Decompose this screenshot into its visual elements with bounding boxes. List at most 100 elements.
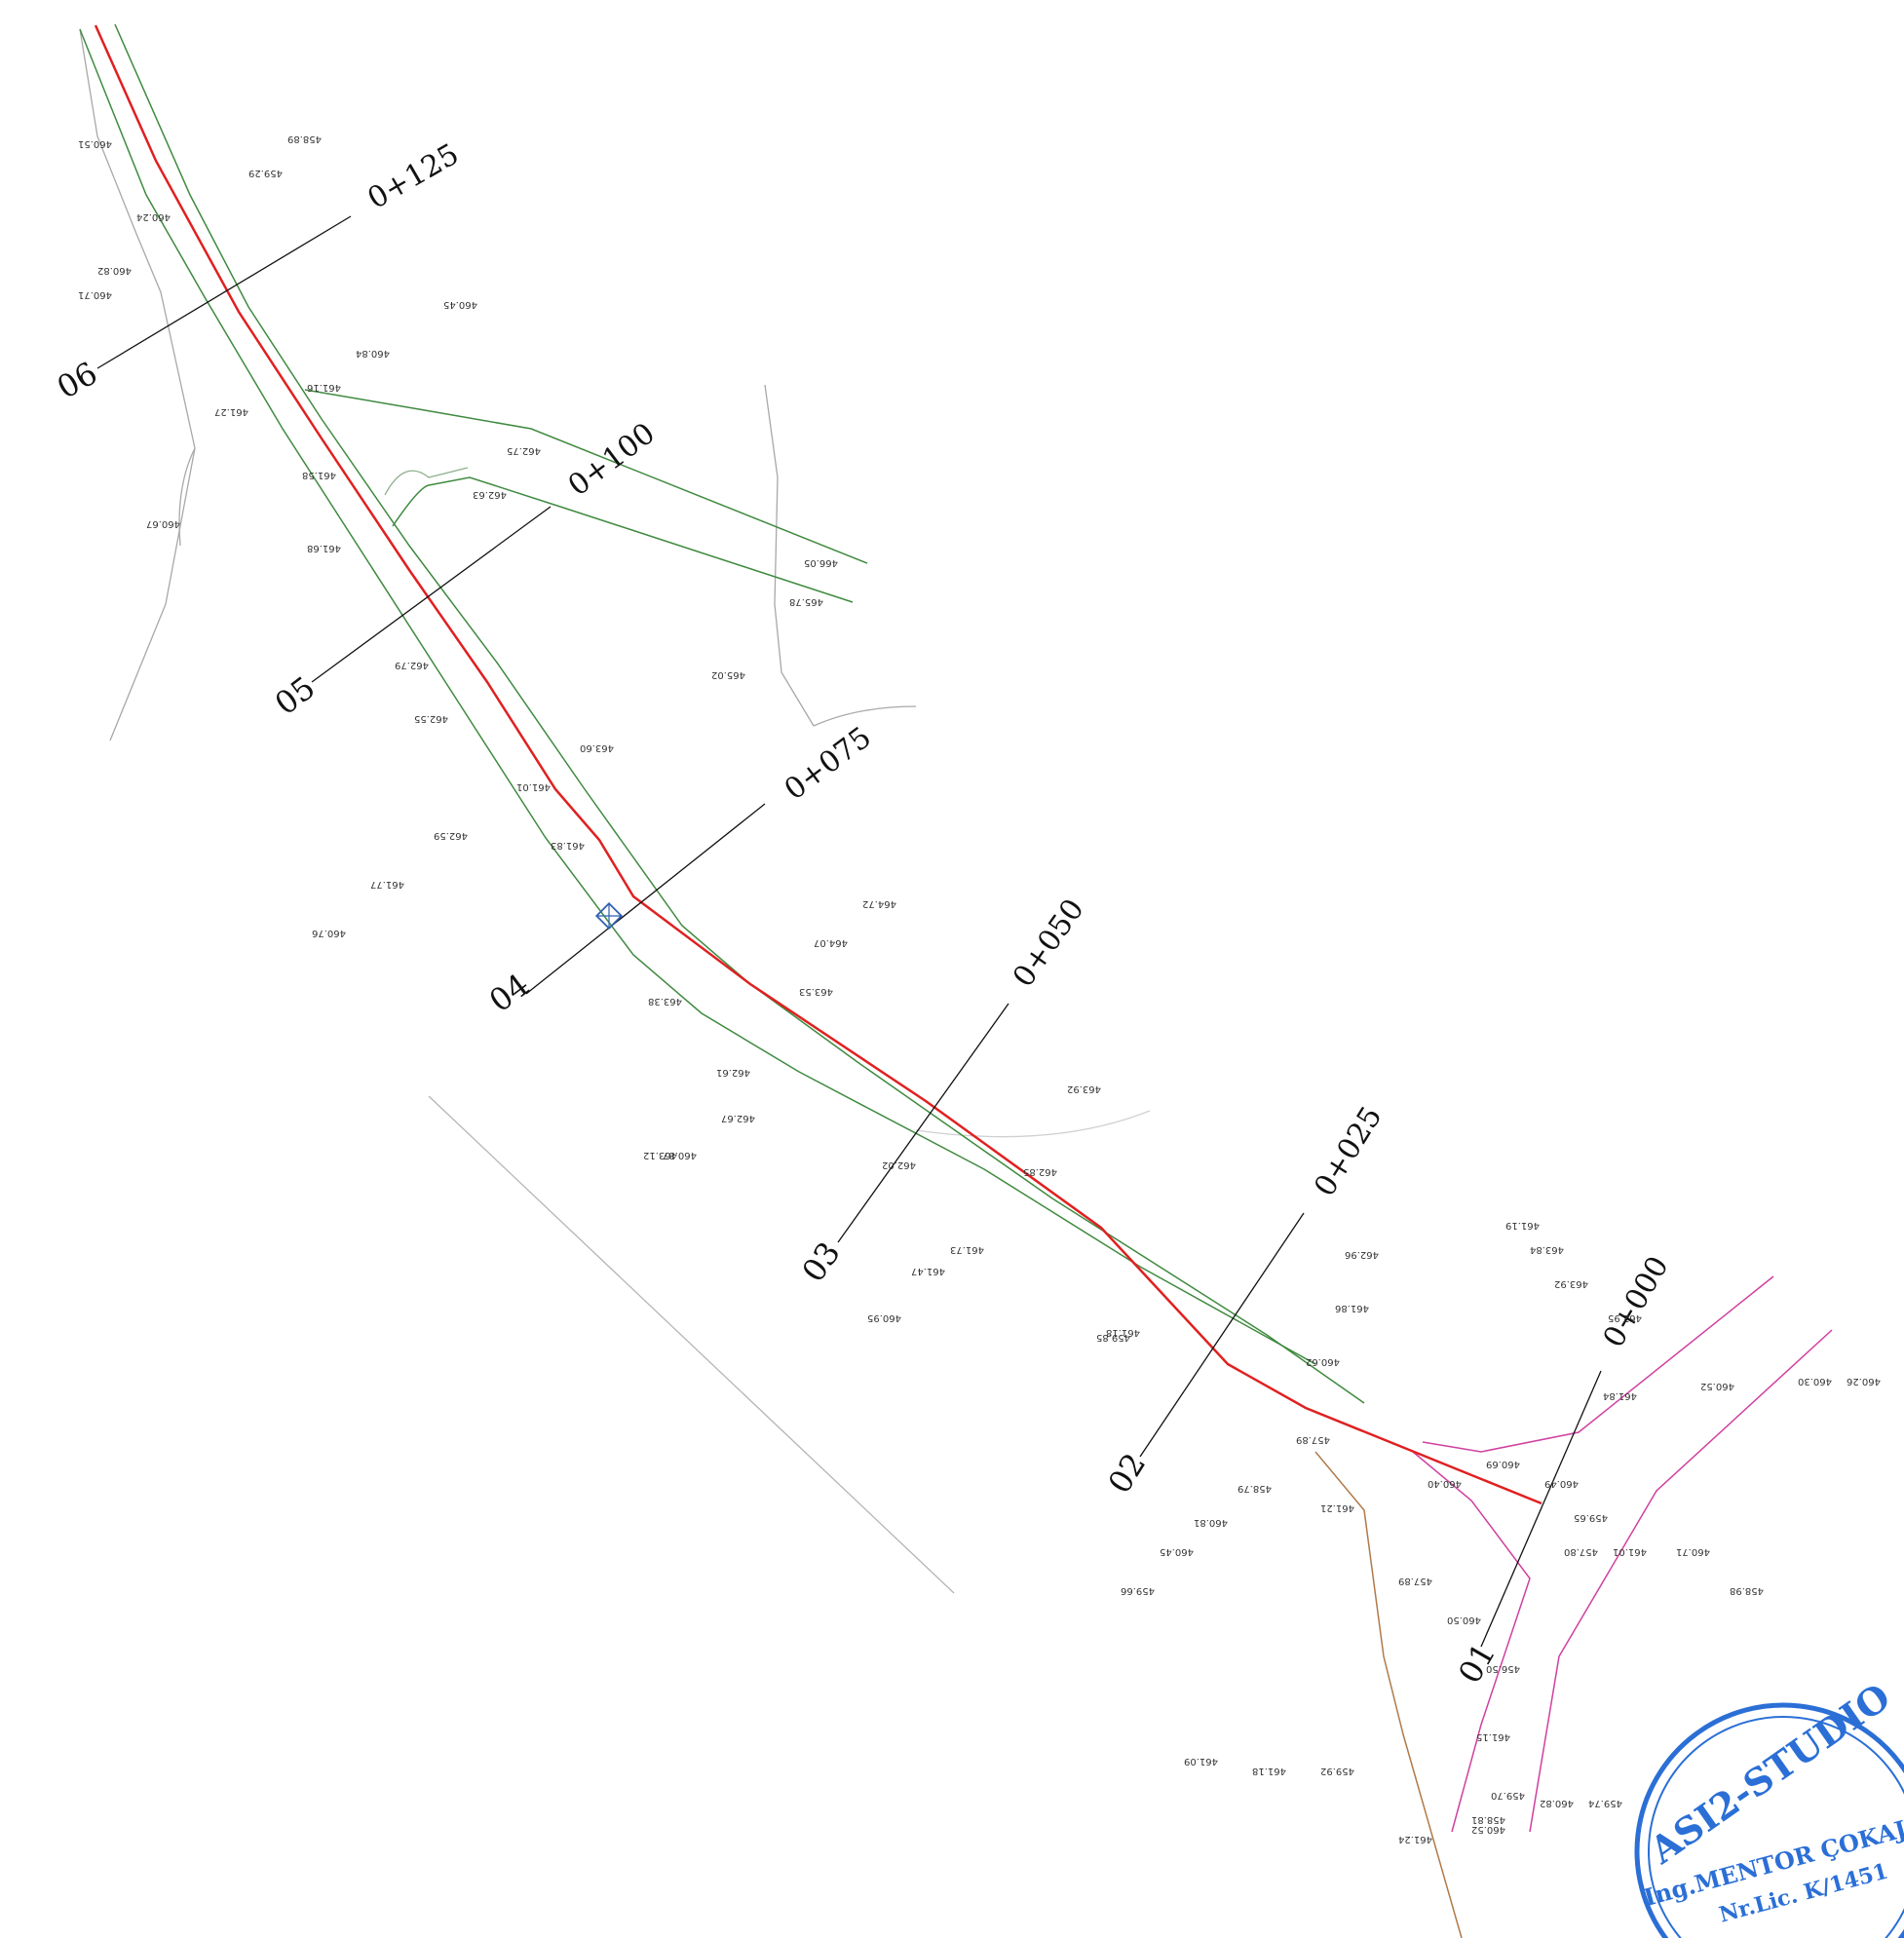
spot-elevation-label: 460.30	[1798, 1376, 1832, 1387]
spot-elevation-label: 462.75	[507, 445, 541, 456]
spot-elevation-label: 460.76	[312, 928, 346, 938]
spot-elevation-label: 461.68	[307, 543, 341, 553]
spot-elevation-label: 459.66	[1121, 1585, 1155, 1596]
spot-elevation-label: 461.77	[370, 879, 404, 890]
spot-elevation-label: 461.58	[302, 470, 336, 480]
spot-elevation-label: 462.96	[1345, 1249, 1379, 1260]
spot-elevation-label: 459.85	[1096, 1332, 1130, 1343]
chainage-label: 0+100	[562, 416, 662, 503]
stream-lines	[1412, 1275, 1833, 1833]
spot-elevation-label: 460.62	[1306, 1356, 1340, 1367]
spot-elevation-label: 461.01	[516, 781, 551, 792]
spot-elevation-label: 462.59	[434, 830, 468, 841]
spot-elevation-label: 458.79	[1238, 1483, 1272, 1494]
spot-elevation-label: 457.89	[1296, 1434, 1330, 1445]
spot-elevation-label: 463.92	[1554, 1278, 1588, 1289]
spot-elevation-label: 462.79	[395, 660, 429, 670]
spot-elevation-label: 461.21	[1320, 1502, 1354, 1513]
spot-elevation-label: 464.72	[862, 898, 896, 909]
spot-elevation-label: 460.26	[1847, 1376, 1881, 1387]
spot-elevation-label: 462.02	[882, 1159, 916, 1170]
benchmark-icon	[594, 901, 624, 931]
spot-elevations: 458.89 459.29 460.24 460.51 460.71 460.82 460.…	[78, 133, 1881, 1844]
spot-elevation-label: 460.40	[1428, 1478, 1462, 1489]
spot-elevation-label: 460.52	[1471, 1824, 1505, 1835]
road-edges	[79, 23, 1365, 1404]
spot-elevation-label: 461.18	[1106, 1327, 1140, 1338]
spot-elevation-label: 459.29	[248, 168, 283, 178]
spot-elevation-label: 459.70	[1491, 1790, 1525, 1801]
chainage-label: 0+000	[1597, 1251, 1676, 1353]
spot-elevation-label: 462.63	[473, 489, 507, 500]
spot-elevation-label: 461.27	[214, 406, 248, 417]
spot-elevation-label: 457.80	[1564, 1546, 1598, 1557]
spot-elevation-label: 460.50	[1447, 1615, 1481, 1625]
spot-elevation-label: 457.89	[1398, 1576, 1432, 1586]
spot-elevation-label: 458.98	[1730, 1585, 1764, 1596]
spot-elevation-label: 460.51	[78, 138, 112, 149]
profile-label: 02	[1101, 1447, 1154, 1501]
spot-elevation-label: 459.74	[1588, 1798, 1622, 1808]
road-centreline	[94, 24, 1542, 1505]
chainage-label: 0+025	[1308, 1101, 1389, 1203]
spot-elevation-label: 459.92	[1320, 1766, 1354, 1776]
spot-elevation-label: 461.18	[1252, 1766, 1286, 1776]
spot-elevation-label: 463.38	[648, 996, 682, 1007]
spot-elevation-label: 463.92	[1067, 1083, 1101, 1094]
spot-elevation-label: 461.84	[1603, 1390, 1637, 1401]
spot-elevation-label: 456.50	[1486, 1663, 1520, 1674]
spot-elevation-label: 460.24	[136, 211, 171, 222]
profile-lines	[96, 215, 1602, 1648]
spot-elevation-label: 465.78	[789, 596, 823, 607]
spot-elevation-label: 462.95	[1608, 1312, 1642, 1323]
spot-elevation-label: 461.86	[1335, 1303, 1369, 1313]
spot-elevation-label: 460.71	[1676, 1546, 1710, 1557]
spot-elevation-label: 461.47	[911, 1266, 945, 1276]
spot-elevation-label: 461.15	[1476, 1731, 1510, 1742]
chainage-label: 0+125	[362, 137, 465, 216]
spot-elevation-label: 464.07	[814, 937, 848, 948]
spot-elevation-label: 463.53	[799, 986, 833, 997]
terrain-contours	[79, 28, 1151, 1594]
spot-elevation-label: 462.67	[721, 1113, 755, 1123]
spot-elevation-label: 458.81	[1471, 1814, 1505, 1825]
spot-elevation-label: 462.85	[1023, 1166, 1057, 1177]
spot-elevation-label: 463.84	[1530, 1244, 1564, 1255]
company-stamp: ASI2-STUDIO Ing.MENTOR ÇOKAJ Nr.Lic. K/1…	[1634, 1674, 1904, 1938]
chainage-label: 0+050	[1007, 893, 1091, 993]
spot-elevation-label: 460.49	[1544, 1478, 1579, 1489]
spot-elevation-label: 461.16	[307, 382, 341, 393]
profile-label: 04	[482, 967, 536, 1020]
spot-elevation-label: 460.87	[663, 1150, 697, 1160]
spot-elevation-label: 460.45	[1160, 1546, 1194, 1557]
spot-elevation-label: 460.71	[78, 289, 112, 300]
spot-elevation-label: 461.01	[1613, 1546, 1647, 1557]
spot-elevation-label: 460.95	[867, 1312, 901, 1323]
spot-elevation-label: 460.84	[356, 348, 390, 359]
spot-elevation-label: 461.19	[1505, 1220, 1540, 1231]
spot-elevation-label: 465.02	[711, 669, 745, 680]
profile-label: 06	[51, 355, 103, 406]
spot-elevation-label: 461.24	[1398, 1834, 1432, 1844]
spot-elevation-label: 461.73	[950, 1244, 984, 1255]
spot-elevation-label: 460.82	[1540, 1798, 1574, 1808]
footpath	[1314, 1451, 1463, 1938]
spot-elevation-label: 460.81	[1194, 1517, 1228, 1528]
spot-elevation-label: 466.05	[804, 557, 838, 568]
spot-elevation-label: 460.45	[443, 299, 477, 310]
spot-elevation-label: 460.69	[1486, 1459, 1520, 1469]
chainage-label: 0+075	[779, 720, 878, 807]
spot-elevation-label: 461.83	[551, 840, 585, 851]
station-labels: 0+000 01 0+025 02 0+050 03 0+075 04 0+10…	[51, 137, 1676, 1690]
spot-elevation-label: 462.61	[716, 1067, 750, 1078]
spot-elevation-label: 460.67	[146, 518, 180, 529]
spot-elevation-label: 461.09	[1184, 1756, 1218, 1767]
spot-elevation-label: 460.52	[1700, 1381, 1734, 1391]
spot-elevation-label: 458.89	[287, 133, 322, 144]
spot-elevation-label: 463.12	[643, 1150, 677, 1160]
spot-elevation-label: 459.65	[1574, 1512, 1608, 1523]
profile-label: 03	[794, 1235, 847, 1288]
spot-elevation-label: 462.55	[414, 713, 448, 724]
spot-elevation-label: 460.82	[97, 265, 132, 276]
